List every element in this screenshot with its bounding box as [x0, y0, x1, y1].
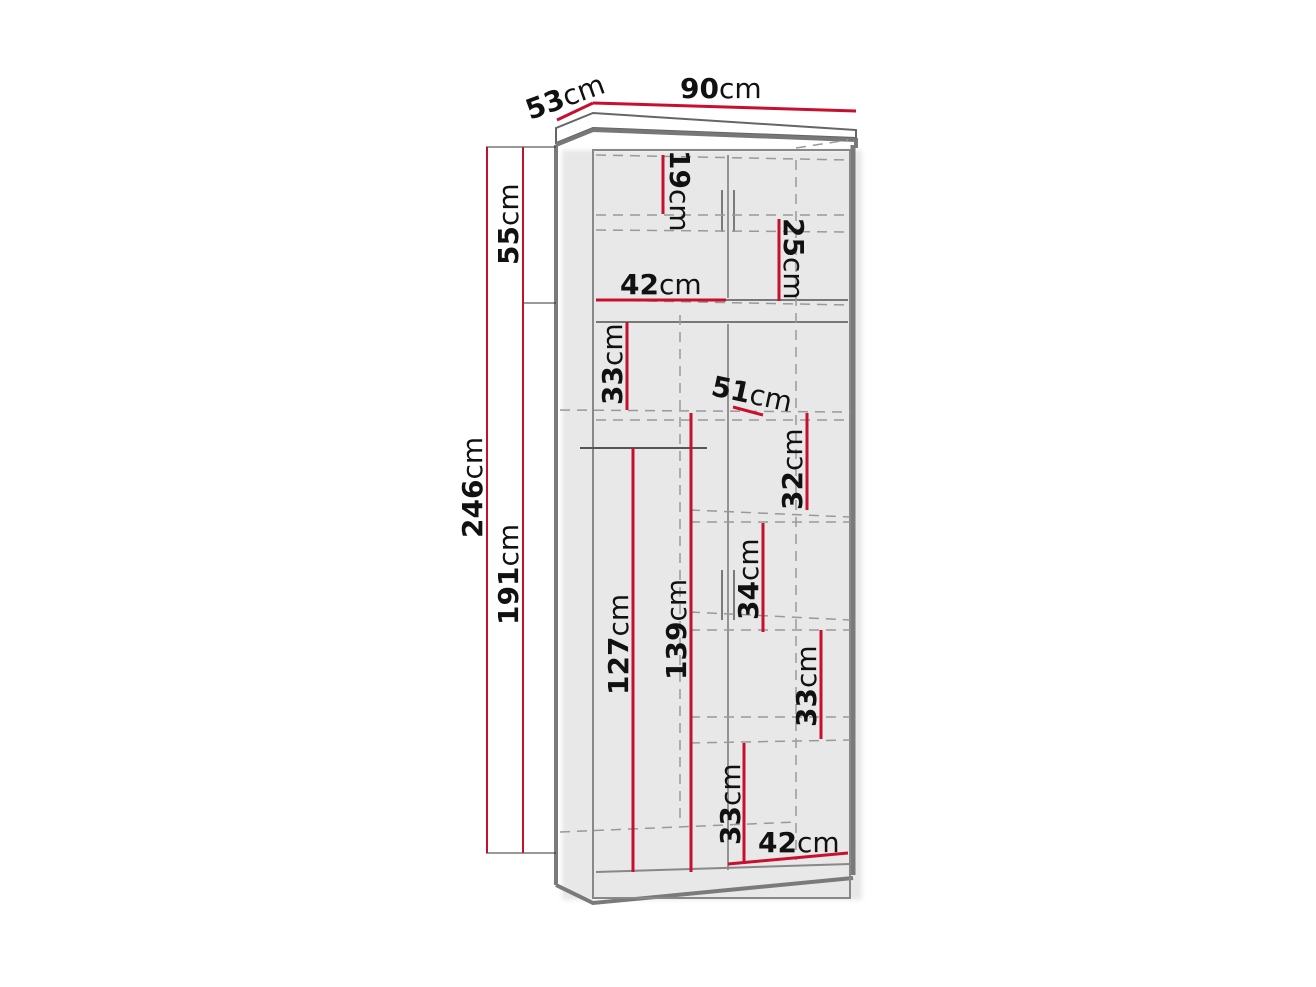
cabinet-shadow [562, 150, 862, 900]
left-dimension-lines [486, 146, 556, 854]
label-top-compartment-width: 42cm [620, 268, 702, 301]
label-height-top: 55cm [492, 183, 525, 265]
dimension-labels: 53cm 90cm 55cm 246cm 191cm 19cm 25cm 42c… [456, 68, 840, 859]
label-top-shelf-left: 19cm [663, 150, 696, 232]
label-height-total: 246cm [456, 437, 489, 538]
label-hanging-127: 127cm [602, 594, 635, 695]
label-upper-left-33: 33cm [596, 323, 629, 405]
label-inner-depth: 51cm [709, 370, 796, 419]
label-bottom-compartment-width: 42cm [758, 826, 840, 859]
label-shelf-32: 32cm [776, 428, 809, 510]
label-shelf-34: 34cm [732, 538, 765, 620]
label-top-shelf-right: 25cm [777, 218, 810, 300]
label-shelf-33-right: 33cm [790, 645, 823, 727]
label-hanging-139: 139cm [660, 579, 693, 680]
label-shelf-33-bottom: 33cm [714, 763, 747, 845]
cabinet-body [554, 111, 858, 906]
red-measure-lines [556, 101, 857, 872]
label-height-bottom: 191cm [492, 524, 525, 625]
interior-dashed-lines [559, 139, 851, 860]
label-width: 90cm [680, 72, 762, 105]
